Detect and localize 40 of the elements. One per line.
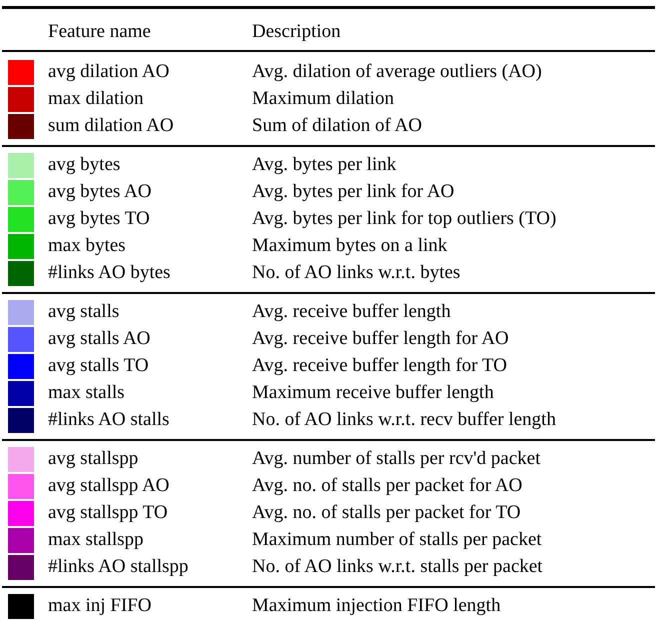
description: No. of AO links w.r.t. recv buffer length <box>252 409 556 431</box>
feature-name: sum dilation AO <box>48 115 174 137</box>
description: Avg. bytes per link for top outliers (TO) <box>252 208 556 230</box>
feature-name: #links AO stallspp <box>48 556 188 578</box>
feature-name: avg stalls AO <box>48 328 150 350</box>
description: Maximum dilation <box>252 88 394 110</box>
description: Avg. bytes per link for AO <box>252 181 454 203</box>
description: Avg. bytes per link <box>252 154 396 176</box>
description: No. of AO links w.r.t. stalls per packet <box>252 556 543 578</box>
description: Maximum bytes on a link <box>252 235 448 257</box>
description: Avg. receive buffer length for AO <box>252 328 509 350</box>
description: Maximum injection FIFO length <box>252 595 501 617</box>
feature-name: max stallspp <box>48 529 144 551</box>
feature-name: avg bytes TO <box>48 208 150 230</box>
description: Sum of dilation of AO <box>252 115 422 137</box>
feature-name: max stalls <box>48 382 125 404</box>
description: Maximum number of stalls per packet <box>252 529 542 551</box>
feature-name: avg stalls <box>48 301 120 323</box>
description: Maximum receive buffer length <box>252 382 494 404</box>
feature-name: #links AO stalls <box>48 409 170 431</box>
description: Avg. number of stalls per rcv'd packet <box>252 448 541 470</box>
description: Avg. no. of stalls per packet for AO <box>252 475 522 497</box>
feature-name: avg stalls TO <box>48 355 149 377</box>
description: Avg. receive buffer length for TO <box>252 355 508 377</box>
feature-name: avg stallspp TO <box>48 502 168 524</box>
feature-name: #links AO bytes <box>48 262 170 284</box>
feature-name: avg dilation AO <box>48 61 170 83</box>
column-header: Feature name <box>48 21 151 43</box>
feature-name: max dilation <box>48 88 144 110</box>
feature-name: avg bytes <box>48 154 120 176</box>
column-header: Description <box>252 21 341 43</box>
feature-name: max inj FIFO <box>48 595 152 617</box>
description: Avg. receive buffer length <box>252 301 451 323</box>
description: Avg. dilation of average outliers (AO) <box>252 61 542 83</box>
feature-name: avg bytes AO <box>48 181 152 203</box>
feature-name: avg stallspp AO <box>48 475 170 497</box>
description: Avg. no. of stalls per packet for TO <box>252 502 521 524</box>
feature-name: avg stallspp <box>48 448 138 470</box>
description: No. of AO links w.r.t. bytes <box>252 262 460 284</box>
feature-name: max bytes <box>48 235 126 257</box>
